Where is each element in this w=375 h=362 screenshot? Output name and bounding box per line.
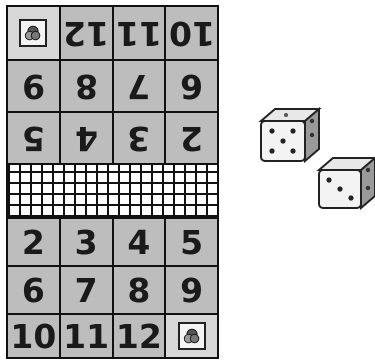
cell-number: 3 [127,122,150,155]
dice-cup-icon [19,19,47,47]
cell-number: 9 [22,70,45,103]
board-cell-5-top[interactable]: 5 [8,113,61,163]
dice-cup-icon [178,322,206,350]
board-row-top-1: 12 11 10 [8,7,217,59]
board-cell-8-bottom[interactable]: 8 [114,267,167,313]
board-cell-2-bottom[interactable]: 2 [8,219,61,265]
board-cell-11-bottom[interactable]: 11 [61,315,114,357]
board-cell-12-top[interactable]: 12 [61,7,114,59]
board-cell-11-top[interactable]: 11 [114,7,167,59]
board-cell-6-bottom[interactable]: 6 [8,267,61,313]
board-cell-2-top[interactable]: 2 [166,113,217,163]
board-cell-4-top[interactable]: 4 [61,113,114,163]
board-row-top-3: 5 4 3 2 [8,113,217,163]
board-cell-7-bottom[interactable]: 7 [61,267,114,313]
cell-number: 3 [75,226,98,259]
cell-number: 4 [127,226,150,259]
cell-number: 6 [180,70,203,103]
board-cell-3-top[interactable]: 3 [114,113,167,163]
cell-number: 10 [169,17,215,50]
cell-number: 2 [22,226,45,259]
cell-number: 5 [22,122,45,155]
board-cell-top-corner[interactable] [8,7,61,59]
board-net [8,165,217,217]
die-three-icon[interactable] [315,150,375,212]
cell-number: 8 [127,274,150,307]
cell-number: 8 [75,70,98,103]
cell-number: 11 [63,320,109,353]
cell-number: 9 [180,274,203,307]
board-cell-5-bottom[interactable]: 5 [166,219,217,265]
board-cell-8-top[interactable]: 8 [61,61,114,111]
board-cell-12-bottom[interactable]: 12 [114,315,167,357]
cell-number: 7 [75,274,98,307]
board-cell-9-top[interactable]: 9 [8,61,61,111]
board-row-bottom-3: 10 11 12 [8,315,217,357]
board-cell-6-top[interactable]: 6 [166,61,217,111]
cell-number: 12 [116,320,162,353]
board-row-top-2: 9 8 7 6 [8,61,217,111]
cell-number: 4 [75,122,98,155]
cell-number: 6 [22,274,45,307]
cell-number: 5 [180,226,203,259]
board-cell-bottom-corner[interactable] [166,315,217,357]
cell-number: 11 [116,17,162,50]
cell-number: 7 [127,70,150,103]
board-row-bottom-2: 6 7 8 9 [8,267,217,313]
board-cell-10-top[interactable]: 10 [166,7,217,59]
board-row-bottom-1: 2 3 4 5 [8,219,217,265]
cell-number: 12 [63,17,109,50]
board-cell-10-bottom[interactable]: 10 [8,315,61,357]
cell-number: 2 [180,122,203,155]
game-board: 12 11 10 9 8 7 6 5 4 3 2 2 3 4 5 6 7 8 9… [6,5,219,359]
board-cell-3-bottom[interactable]: 3 [61,219,114,265]
board-cell-4-bottom[interactable]: 4 [114,219,167,265]
board-cell-7-top[interactable]: 7 [114,61,167,111]
board-cell-9-bottom[interactable]: 9 [166,267,217,313]
cell-number: 10 [10,320,56,353]
